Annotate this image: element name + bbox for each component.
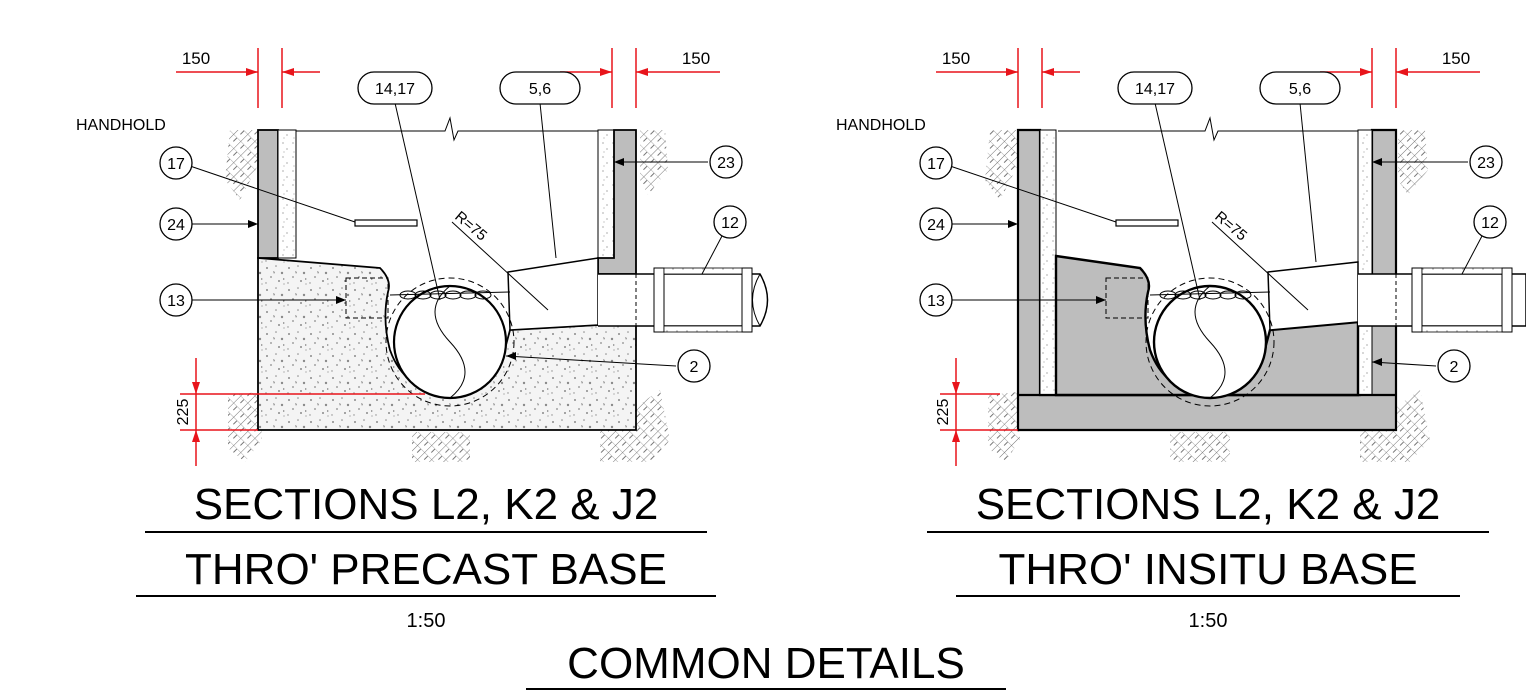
callout-text: 2 <box>690 359 699 376</box>
handhold-label: HANDHOLD <box>76 117 166 134</box>
callout-text: 17 <box>927 156 945 173</box>
shaft-top-line <box>296 116 598 142</box>
leaders <box>949 102 1483 367</box>
dim-base <box>940 358 1018 466</box>
callout-text: 17 <box>167 156 185 173</box>
callout-text: 12 <box>1481 215 1499 232</box>
dim-base <box>180 358 425 466</box>
section-title-line2: THRO' PRECAST BASE <box>185 545 667 594</box>
callout-text: 23 <box>717 155 735 172</box>
section-precast: 14,17 5,6 17 24 13 23 12 2 <box>76 48 769 632</box>
callout-text: 14,17 <box>1135 81 1175 98</box>
callout-14-17: 14,17 <box>1117 71 1193 105</box>
callout-text: 13 <box>167 293 185 310</box>
callout-5-6: 5,6 <box>499 71 581 105</box>
callout-12: 12 <box>713 205 747 239</box>
callout-14-17: 14,17 <box>357 71 433 105</box>
section-title-line2: THRO' INSITU BASE <box>998 545 1417 594</box>
callout-text: 2 <box>1450 359 1459 376</box>
handhold-label: HANDHOLD <box>836 117 926 134</box>
left-wall <box>257 129 279 259</box>
callout-text: 23 <box>1477 155 1495 172</box>
dim-top-left <box>176 48 320 108</box>
callout-text: 5,6 <box>1289 81 1311 98</box>
dim-left-text: 150 <box>182 49 210 68</box>
dim-right-text: 150 <box>682 49 710 68</box>
dim-base-text: 225 <box>175 399 192 426</box>
callout-2: 2 <box>677 349 711 383</box>
dim-top-left <box>936 48 1080 108</box>
sheet-title: COMMON DETAILS <box>567 639 965 688</box>
callout-24: 24 <box>919 207 953 241</box>
dim-top-right <box>560 48 720 108</box>
section-title-line1: SECTIONS L2, K2 & J2 <box>194 480 659 529</box>
callout-text: 12 <box>721 215 739 232</box>
dim-base-text: 225 <box>935 399 952 426</box>
callout-23: 23 <box>709 145 743 179</box>
callout-24: 24 <box>159 207 193 241</box>
dim-left-text: 150 <box>942 49 970 68</box>
callout-text: 24 <box>167 217 185 234</box>
dim-right-text: 150 <box>1442 49 1470 68</box>
callout-text: 5,6 <box>529 81 551 98</box>
outlet-pipe <box>1358 267 1526 333</box>
section-title-line1: SECTIONS L2, K2 & J2 <box>976 480 1441 529</box>
callout-17: 17 <box>159 146 193 180</box>
callout-23: 23 <box>1469 145 1503 179</box>
dim-top-right <box>1320 48 1480 108</box>
callout-2: 2 <box>1437 349 1471 383</box>
left-wall-lining <box>277 129 297 259</box>
callout-13: 13 <box>919 283 953 317</box>
section-scale: 1:50 <box>407 610 446 632</box>
callout-17: 17 <box>919 146 953 180</box>
leaders <box>189 102 723 367</box>
section-insitu: 14,17 5,6 17 24 13 23 12 2 15 <box>836 48 1526 632</box>
callout-5-6: 5,6 <box>1259 71 1341 105</box>
callout-text: 13 <box>927 293 945 310</box>
callout-12: 12 <box>1473 205 1507 239</box>
chain <box>389 290 511 300</box>
callout-text: 24 <box>927 217 945 234</box>
right-wall-lining <box>597 129 615 259</box>
outlet-pipe <box>598 267 769 333</box>
callout-13: 13 <box>159 283 193 317</box>
callout-text: 14,17 <box>375 81 415 98</box>
section-scale: 1:50 <box>1189 610 1228 632</box>
